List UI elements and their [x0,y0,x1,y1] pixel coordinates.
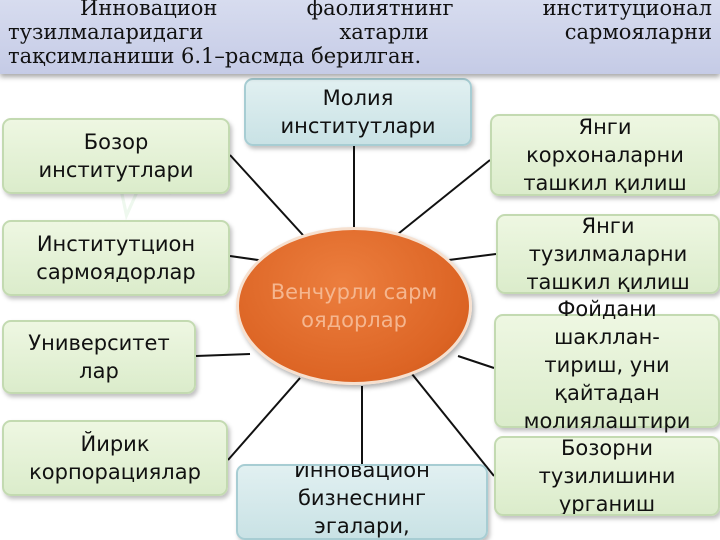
node-innovatsion-biznes-egalari: Инновацион бизнеснинг эгалари, [236,464,488,540]
connector-foyda [457,355,495,369]
connector-yirik [227,377,301,461]
node-yangi-tuzilmalar: Янги тузилмаларни ташкил қилиш [496,214,720,294]
node-universitetlar: Университет лар [2,320,196,394]
center-label: Венчурли сармоядорлар [270,280,438,332]
node-yangi-korxonalar: Янги корхоналарни ташкил қилиш [490,114,720,196]
header-line-3: тақсимланиши 6.1–расмда берилган. [8,44,422,68]
node-institutsion-sarmoyadorlar: Институтцион сармоядорлар [2,220,230,296]
connector-universitet [195,353,251,357]
node-foydani-shakllantirish: Фойдани шакллан- тириш, уни қайтадан мол… [494,297,720,433]
node-moliya-institutlari: Молия институтлари [244,78,472,146]
header-line-2: тузилмаларидаги хатарли сармояларни [8,20,712,44]
header-text: Инновацион фаолиятнинг институционал туз… [0,0,720,74]
connector-yangi-korxona [387,159,491,243]
node-bozor-tuzilishi: Бозорни тузилишини урганиш [494,436,720,516]
node-bozor-institutlari: Бозор институтлари [2,118,230,194]
connector-bozor-tuzilish [411,373,495,477]
connector-bozor [229,154,313,246]
node-foyda-background [494,314,720,428]
node-yirik-korporatsiyalar: Йирик корпорациялар [2,420,228,496]
center-venchurli-sarmoyadorlar: Венчурли сармоядорлар [236,227,472,385]
header-line-1: Инновацион фаолиятнинг институционал [80,0,712,20]
